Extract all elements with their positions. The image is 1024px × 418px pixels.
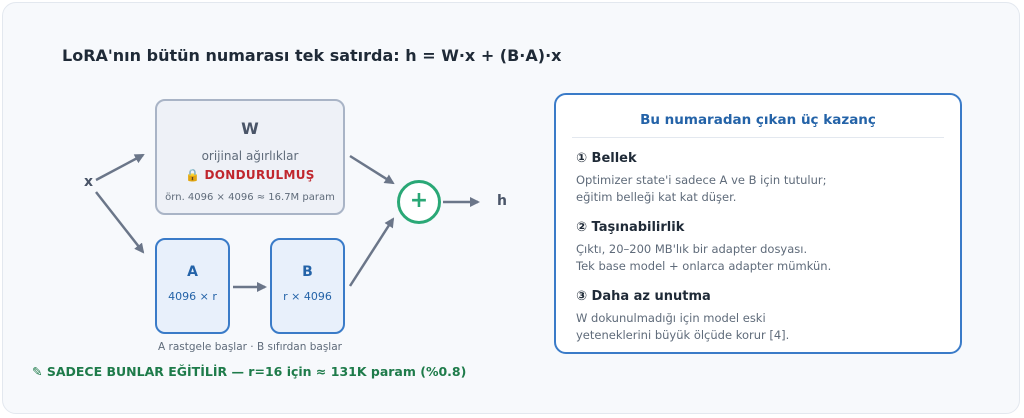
benefit-less-forgetting: ③ Daha az unutma W dokunulmadığı için mo…	[576, 289, 946, 344]
b-box-name: B	[302, 264, 313, 280]
output-h-label: h	[497, 193, 507, 209]
benefit-line: Çıktı, 20–200 MB'lık bir adapter dosyası…	[576, 242, 808, 256]
arrow-x-to-w	[95, 153, 145, 182]
input-x-label: x	[84, 174, 94, 190]
benefit-title: ③ Daha az unutma	[576, 289, 711, 304]
benefit-memory: ① Bellek Optimizer state'i sadece A ve B…	[576, 151, 946, 206]
figure-title: LoRA'nın bütün numarası tek satırda: h =…	[62, 46, 562, 65]
arrow-x-to-a	[95, 191, 145, 254]
w-box-example: örn. 4096 × 4096 ≈ 16.7M param	[165, 192, 335, 203]
benefit-line: Optimizer state'i sadece A ve B için tut…	[576, 173, 827, 187]
b-matrix-box: B r × 4096	[270, 238, 345, 334]
panel-title: Bu numaradan çıkan üç kazanç	[640, 112, 876, 128]
benefit-title: ① Bellek	[576, 151, 637, 166]
b-box-dims: r × 4096	[283, 290, 332, 303]
benefit-line: W dokunulmadığı için model eski	[576, 311, 766, 325]
sum-node-plus-icon: +	[397, 180, 441, 224]
arrow-w-to-sum	[349, 154, 395, 185]
benefit-line: eğitim belleği kat kat düşer.	[576, 190, 737, 204]
a-box-dims: 4096 × r	[168, 290, 217, 303]
arrow-b-to-sum	[348, 217, 395, 287]
benefit-line: yeteneklerini büyük ölçüde korur [4].	[576, 328, 790, 342]
lock-icon: 🔒	[185, 168, 201, 182]
a-matrix-box: A 4096 × r	[155, 238, 230, 334]
trainable-note: ✎ SADECE BUNLAR EĞİTİLİR — r=16 için ≈ 1…	[32, 364, 467, 379]
w-box-name: W	[241, 119, 259, 138]
benefit-title: ② Taşınabilirlik	[576, 220, 685, 235]
w-frozen-weights-box: W orijinal ağırlıklar 🔒DONDURULMUŞ örn. …	[155, 99, 345, 215]
frozen-label: DONDURULMUŞ	[204, 168, 315, 182]
init-caption: A rastgele başlar · B sıfırdan başlar	[158, 341, 342, 353]
frozen-badge: 🔒DONDURULMUŞ	[157, 168, 343, 182]
panel-divider	[572, 137, 944, 138]
benefit-line: Tek base model + onlarca adapter mümkün.	[576, 259, 832, 273]
w-box-subtitle: orijinal ağırlıklar	[201, 149, 299, 163]
benefits-panel: Bu numaradan çıkan üç kazanç ① Bellek Op…	[554, 93, 962, 354]
a-box-name: A	[187, 264, 198, 280]
benefit-portability: ② Taşınabilirlik Çıktı, 20–200 MB'lık bi…	[576, 220, 946, 275]
